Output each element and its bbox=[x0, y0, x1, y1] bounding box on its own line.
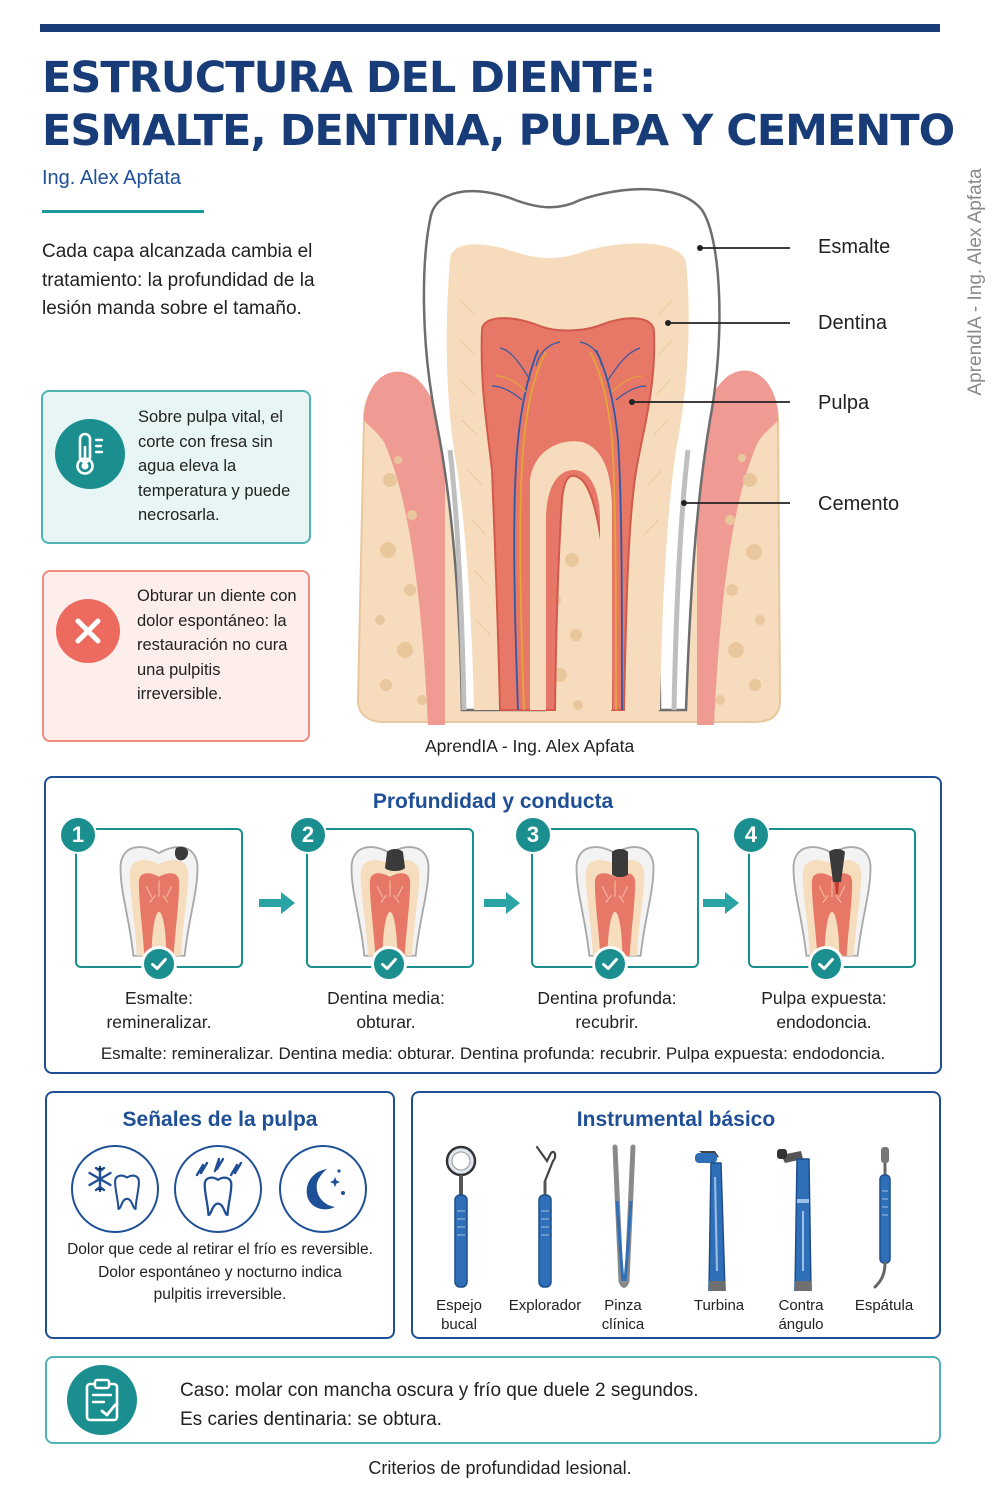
night-moon-icon bbox=[279, 1145, 367, 1233]
step-label-1-line2: remineralizar. bbox=[106, 1012, 212, 1032]
step-label-4: Pulpa expuesta: endodoncia. bbox=[724, 986, 924, 1034]
step-label-1: Esmalte: remineralizar. bbox=[59, 986, 259, 1034]
intro-text: Cada capa alcanzada cambia el tratamient… bbox=[42, 241, 315, 319]
instrument-label-contra-angle: Contra ángulo bbox=[751, 1297, 851, 1334]
step-label-1-line1: Esmalte: bbox=[124, 988, 194, 1008]
step-number-4: 4 bbox=[732, 816, 770, 854]
explorer-icon bbox=[535, 1145, 557, 1288]
author: Ing. Alex Apfata bbox=[42, 167, 181, 189]
title-line-2: ESMALTE, DENTINA, PULPA Y CEMENTO bbox=[42, 106, 955, 156]
step-label-3-line1: Dentina profunda: bbox=[537, 988, 677, 1008]
signals-text-line2: Dolor espontáneo y nocturno indica bbox=[98, 1263, 342, 1281]
check-icon bbox=[592, 946, 628, 982]
instrument-label-mirror-line2: bucal bbox=[441, 1315, 477, 1333]
tooth-stage-2-icon bbox=[335, 834, 445, 962]
instrument-label-mirror-line1: Espejo bbox=[436, 1297, 482, 1314]
check-icon bbox=[141, 946, 177, 982]
gingiva bbox=[364, 371, 445, 725]
step-label-2: Dentina media: obturar. bbox=[286, 986, 486, 1034]
step-label-2-line1: Dentina media: bbox=[327, 988, 445, 1008]
tooth-stage-3-icon bbox=[560, 834, 670, 962]
step-card-4 bbox=[748, 828, 916, 968]
case-box: Caso: molar con mancha oscura y frío que… bbox=[45, 1356, 941, 1444]
vertical-watermark: AprendIA - Ing. Alex Apfata bbox=[962, 148, 990, 416]
instrument-label-turbine-line1: Turbina bbox=[693, 1297, 745, 1314]
step-card-2 bbox=[306, 828, 474, 968]
diagram-caption: AprendIA - Ing. Alex Apfata bbox=[425, 736, 635, 756]
label-esmalte: Esmalte bbox=[818, 236, 891, 258]
tooth-stage-1-icon bbox=[104, 834, 214, 962]
instrument-label-tweezers-line2: clínica bbox=[601, 1315, 645, 1333]
contra-angle-icon bbox=[777, 1149, 812, 1291]
title-line-1: ESTRUCTURA DEL DIENTE: bbox=[42, 53, 656, 103]
mouth-mirror-icon bbox=[445, 1145, 477, 1288]
signals-panel: Señales de la pulpa Dolor que bbox=[45, 1091, 395, 1339]
instrument-label-turbine: Turbina bbox=[669, 1297, 769, 1316]
tooth-stage-4-icon bbox=[777, 834, 887, 962]
x-icon bbox=[56, 599, 120, 663]
page-title: ESTRUCTURA DEL DIENTE: ESMALTE, DENTINA,… bbox=[42, 52, 955, 158]
instrument-label-spatula: Espátula bbox=[834, 1297, 934, 1316]
instruments-panel: Instrumental básico bbox=[411, 1091, 941, 1339]
label-pulpa: Pulpa bbox=[818, 392, 870, 414]
step-label-3-line2: recubrir. bbox=[575, 1012, 639, 1032]
step-number-3: 3 bbox=[514, 816, 552, 854]
step-number-1: 1 bbox=[59, 816, 97, 854]
step-label-2-line2: obturar. bbox=[356, 1012, 416, 1032]
label-dentina: Dentina bbox=[818, 312, 887, 334]
tip-box: Sobre pulpa vital, el corte con fresa si… bbox=[41, 390, 311, 544]
depth-panel-title: Profundidad y conducta bbox=[372, 790, 614, 813]
signals-text: Dolor que cede al retirar el frío es rev… bbox=[47, 1239, 393, 1307]
warning-text: Obturar un diente con dolor espontáneo: … bbox=[137, 587, 297, 703]
tooth-diagram bbox=[356, 188, 790, 725]
arrow-right-icon bbox=[482, 890, 522, 916]
instrument-label-tweezers-line1: Pinza bbox=[604, 1297, 642, 1314]
footer-text: Criterios de profundidad lesional. bbox=[368, 1458, 632, 1478]
cold-tooth-icon bbox=[71, 1145, 159, 1233]
signals-text-line1: Dolor que cede al retirar el frío es rev… bbox=[67, 1241, 373, 1258]
instrument-label-mirror: Espejo bucal bbox=[409, 1297, 509, 1334]
warning-box: Obturar un diente con dolor espontáneo: … bbox=[42, 570, 310, 742]
signals-panel-title: Señales de la pulpa bbox=[122, 1108, 318, 1131]
arrow-right-icon bbox=[257, 890, 297, 916]
clipboard-check-icon bbox=[67, 1365, 137, 1435]
depth-summary: Esmalte: remineralizar. Dentina media: o… bbox=[100, 1044, 886, 1063]
vertical-watermark-text: AprendIA - Ing. Alex Apfata bbox=[965, 168, 986, 396]
thermometer-icon bbox=[55, 419, 125, 489]
case-text-line1: Caso: molar con mancha oscura y frío que… bbox=[180, 1380, 699, 1401]
case-text-line2: Es caries dentinaria: se obtura. bbox=[180, 1409, 442, 1430]
top-bar bbox=[40, 24, 940, 32]
signals-text-line3: pulpitis irreversible. bbox=[153, 1286, 287, 1303]
instrument-label-explorer: Explorador bbox=[495, 1297, 595, 1316]
step-card-3 bbox=[531, 828, 699, 968]
label-cemento: Cemento bbox=[818, 493, 900, 515]
depth-panel: Profundidad y conducta 1 Esmalte: remine… bbox=[44, 776, 942, 1074]
nerves bbox=[491, 341, 647, 711]
author-underline bbox=[42, 210, 204, 213]
tip-text: Sobre pulpa vital, el corte con fresa si… bbox=[138, 408, 291, 524]
turbine-icon bbox=[695, 1151, 726, 1291]
step-number-2: 2 bbox=[289, 816, 327, 854]
instrument-label-contra-angle-line1: Contra bbox=[778, 1297, 824, 1314]
instruments-panel-title: Instrumental básico bbox=[576, 1108, 776, 1131]
check-icon bbox=[808, 946, 844, 982]
cementum bbox=[447, 449, 467, 711]
pain-tooth-icon bbox=[174, 1145, 262, 1233]
arrow-right-icon bbox=[701, 890, 741, 916]
case-text: Caso: molar con mancha oscura y frío que… bbox=[180, 1376, 699, 1434]
check-icon bbox=[371, 946, 407, 982]
step-label-4-line1: Pulpa expuesta: bbox=[761, 988, 887, 1008]
instrument-label-tweezers: Pinza clínica bbox=[573, 1297, 673, 1334]
step-label-3: Dentina profunda: recubrir. bbox=[507, 986, 707, 1034]
instrument-label-explorer-line1: Explorador bbox=[508, 1297, 582, 1314]
leader-lines bbox=[632, 247, 790, 504]
tweezers-icon bbox=[612, 1144, 636, 1288]
instrument-label-spatula-line1: Espátula bbox=[854, 1297, 914, 1314]
instrument-label-contra-angle-line2: ángulo bbox=[778, 1315, 824, 1333]
spatula-icon bbox=[873, 1147, 891, 1289]
step-label-4-line2: endodoncia. bbox=[776, 1012, 872, 1032]
